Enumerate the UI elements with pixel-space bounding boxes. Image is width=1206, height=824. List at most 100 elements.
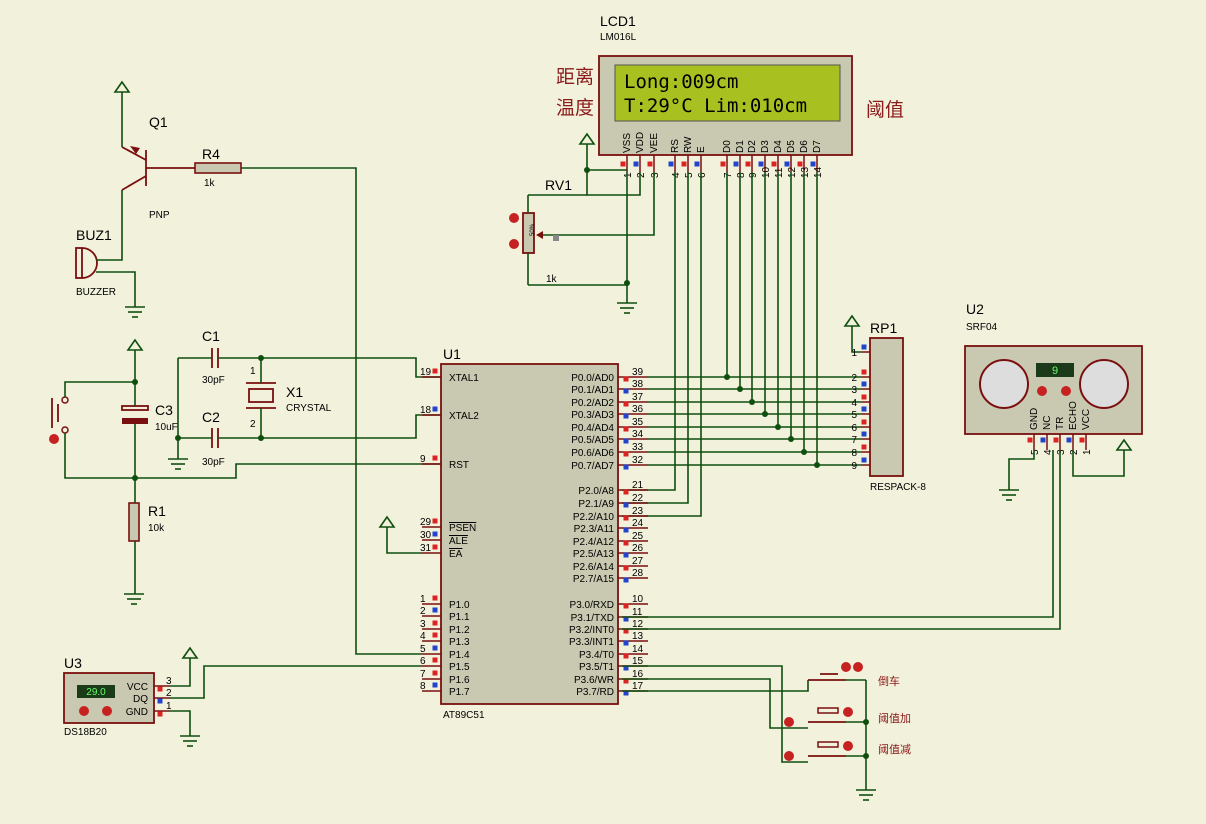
c3-value: 10uF (155, 422, 178, 433)
mcu-pin-name: P1.2 (449, 625, 470, 636)
pin-marker (771, 161, 777, 167)
r4-ref: R4 (202, 146, 220, 162)
lcd-pin-name: D1 (735, 140, 746, 153)
pin-marker (623, 552, 629, 558)
mcu-pin-name: P2.1/A9 (578, 499, 614, 510)
ground-icon (125, 306, 145, 318)
mcu-pin-number: 7 (420, 669, 426, 680)
lcd-pin-name: D0 (722, 140, 733, 153)
transistor-q1[interactable]: Q1 PNP (121, 92, 195, 240)
pin-marker (623, 616, 629, 622)
mcu-pin-name: P1.3 (449, 637, 470, 648)
u3-pin-number: 1 (166, 701, 172, 712)
mcu-pin-number: 12 (632, 619, 644, 630)
transducer-icon (1079, 359, 1129, 409)
rp1-pin-number: 4 (851, 398, 857, 409)
grounds (124, 302, 1019, 801)
lcd-module[interactable]: LCD1 LM016L Long:009cm T:29°C Lim:010cm … (556, 13, 904, 178)
button-threshold-up[interactable]: 阈值加 (784, 707, 911, 727)
resistor-r4[interactable]: R4 1k (194, 146, 422, 655)
pin-marker (623, 653, 629, 659)
mcu-pin-name: P3.0/RXD (570, 600, 614, 611)
pin-marker (861, 431, 867, 437)
p0-bus-wiring (648, 376, 862, 466)
power-arrow-icon (378, 515, 396, 528)
probe-icon (841, 662, 851, 672)
pin-marker (623, 678, 629, 684)
pin-marker (432, 544, 438, 550)
lcd-pin-number: 4 (671, 172, 682, 178)
c2-value: 30pF (202, 457, 225, 468)
mcu-pin-number: 1 (420, 594, 426, 605)
crystal-x1[interactable]: X1 CRYSTAL 1 2 (246, 366, 332, 430)
pin-marker (432, 620, 438, 626)
mcu-pin-number: 28 (632, 568, 644, 579)
rp1-pin-number: 8 (851, 448, 857, 459)
mcu-pin-name: P0.4/AD4 (571, 423, 614, 434)
rp1-pin-number: 2 (851, 373, 857, 384)
lcd-pin-name: D3 (760, 140, 771, 153)
pin-marker (1027, 437, 1033, 443)
ground-icon (168, 458, 188, 470)
mcu-pin-number: 16 (632, 669, 644, 680)
buz1-type: BUZZER (76, 287, 116, 298)
capacitor-c3[interactable]: C3 10uF (121, 402, 178, 433)
pin-marker (432, 657, 438, 663)
lcd-pin-name: D4 (773, 140, 784, 153)
pin-marker (432, 682, 438, 688)
rp1-pin-number: 9 (851, 461, 857, 472)
r1-value: 10k (148, 523, 165, 534)
mcu-pin-name: EA (449, 549, 463, 560)
button-reverse[interactable]: 倒车 (808, 662, 900, 688)
u2-pin-name: TR (1055, 417, 1066, 430)
pin-marker (432, 368, 438, 374)
power-arrow-icon (113, 80, 131, 93)
ground-icon (617, 302, 637, 314)
buttons-wiring (622, 665, 869, 790)
mcu-pin-number: 29 (420, 517, 432, 528)
button-threshold-down[interactable]: 阈值减 (784, 741, 911, 761)
r4-value: 1k (204, 178, 216, 189)
u3-pin-number: 2 (166, 688, 172, 699)
u2-pin-name: GND (1029, 408, 1040, 430)
buzzer-buz1[interactable]: BUZ1 BUZZER (75, 227, 136, 307)
mcu-pin-name: P3.2/INT0 (569, 625, 614, 636)
power-arrow-icon (578, 132, 596, 145)
pin-marker (432, 518, 438, 524)
mcu-pin-name: P0.3/AD3 (571, 410, 614, 421)
pin-marker (758, 161, 764, 167)
rp1-ref: RP1 (870, 320, 897, 336)
lcd-pin-name: E (696, 146, 707, 153)
mcu-u1[interactable]: U1 AT89C51 19XTAL118XTAL29RST29PSEN30ALE… (420, 346, 648, 721)
probe-icon (49, 434, 59, 444)
mcu-pin-name: P2.0/A8 (578, 486, 614, 497)
lcd-pin-number: 14 (813, 166, 824, 178)
pin-marker (623, 565, 629, 571)
probe-icon (509, 213, 519, 223)
pin-marker (432, 531, 438, 537)
c2-ref: C2 (202, 409, 220, 425)
resistor-r1[interactable]: R1 10k (128, 502, 166, 542)
mcu-pin-number: 5 (420, 644, 426, 655)
pin-marker (623, 413, 629, 419)
c1-ref: C1 (202, 328, 220, 344)
probe-icon (1037, 386, 1047, 396)
mcu-pin-number: 8 (420, 681, 426, 692)
mcu-pin-name: P1.6 (449, 675, 470, 686)
pin-marker (623, 426, 629, 432)
mcu-pin-number: 27 (632, 556, 644, 567)
u2-pin-name: VCC (1081, 409, 1092, 430)
potentiometer-rv1[interactable]: RV1 1k 50% (509, 177, 587, 285)
pin-marker (861, 444, 867, 450)
probe-icon (509, 239, 519, 249)
pin-marker (733, 161, 739, 167)
u2-pin-number: 5 (1030, 449, 1041, 455)
pin-marker (432, 406, 438, 412)
probe-icon (1061, 386, 1071, 396)
mcu-pin-number: 11 (632, 607, 643, 618)
capacitor-c1[interactable]: C1 30pF (202, 328, 225, 386)
